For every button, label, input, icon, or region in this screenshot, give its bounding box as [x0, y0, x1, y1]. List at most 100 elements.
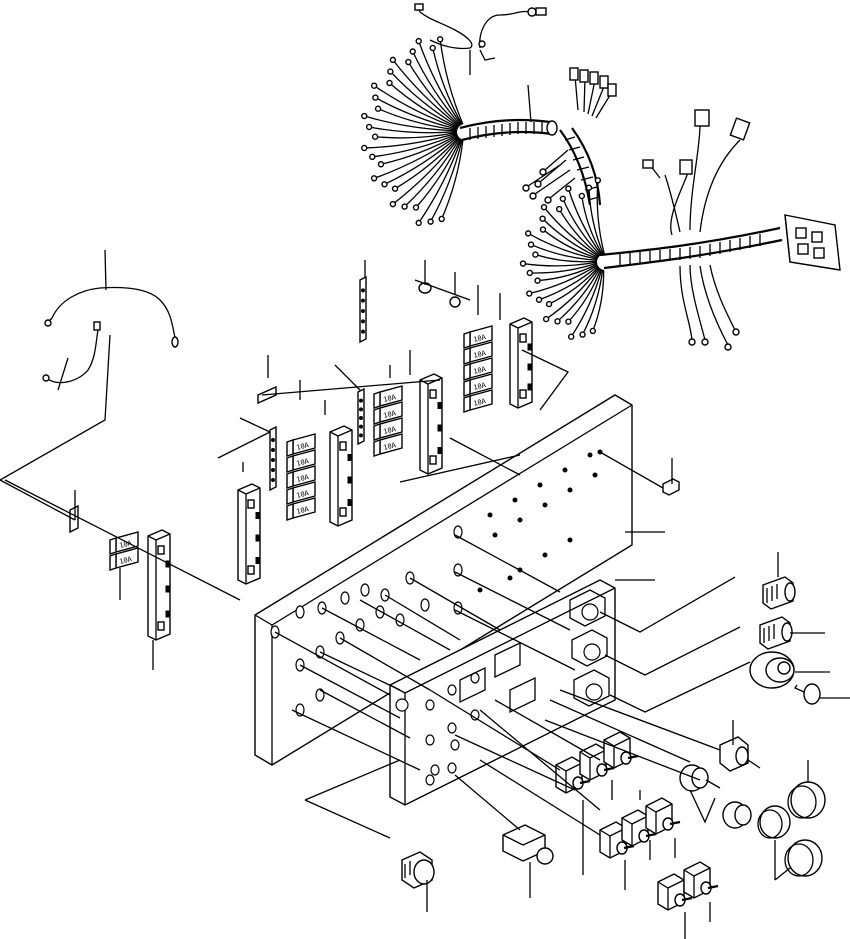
harness-wire [373, 135, 459, 179]
wire-terminal [374, 105, 382, 112]
strip-hole [359, 407, 363, 412]
wire-terminal [377, 161, 385, 168]
fuse-rating-label: 10A [296, 473, 311, 484]
wire-terminal [567, 333, 575, 340]
fuse-side [286, 439, 294, 457]
plate-rivet [587, 452, 593, 458]
fuse-rating-label: 10A [296, 441, 311, 452]
plate-hole [420, 598, 430, 612]
wire-terminal [526, 269, 533, 277]
holder-slot [247, 499, 255, 509]
strip-hole [271, 448, 275, 452]
harness-wire [373, 85, 459, 129]
harness-middle-bundle [522, 67, 617, 206]
fuse-holder-middle [419, 373, 443, 475]
harness-wire [432, 47, 463, 125]
holder-slot [157, 545, 165, 555]
plate-hole [315, 688, 325, 702]
harness-wire [430, 139, 463, 222]
wire-terminal [370, 175, 378, 182]
toggle-lever [681, 896, 693, 902]
plate-hole [360, 583, 370, 597]
harness-left-bundle [361, 36, 558, 227]
harness-wire [412, 51, 462, 126]
fuse-rating-label: 10A [473, 349, 488, 360]
harness-wire [415, 138, 462, 208]
holder-clip [527, 383, 532, 391]
harness-wire [538, 265, 599, 301]
strip-hole [361, 319, 365, 324]
strip-hole [361, 298, 365, 303]
holder-body [237, 483, 261, 585]
harness-wire [394, 136, 460, 190]
wire-terminal [540, 203, 548, 211]
plate-rivet [562, 467, 568, 473]
harness-wire [557, 267, 601, 322]
holder-body [419, 373, 443, 475]
fuse-rating-label: 10A [473, 381, 488, 392]
toggle-lever [645, 832, 657, 838]
terminal-strip-lower [269, 425, 277, 492]
strip-hole [359, 398, 363, 403]
fuse-side [286, 471, 294, 489]
fuse-rating-label: 10A [296, 457, 311, 468]
fuse-rating-label: 10A [473, 333, 488, 344]
harness-wire [530, 243, 598, 261]
harness-wire [542, 229, 599, 259]
harness-wire [407, 61, 461, 127]
harness-wire [375, 97, 458, 130]
wire-terminal [539, 226, 547, 233]
wire-terminal [559, 195, 567, 202]
wire-terminal [532, 251, 539, 258]
wire-terminal [539, 215, 546, 222]
plate-rivet [487, 512, 493, 518]
harness-wire [537, 263, 598, 282]
holder-clip [165, 585, 170, 593]
wire-terminal [565, 318, 572, 325]
strip-hole [359, 433, 363, 438]
holder-clip [255, 512, 260, 519]
harness-wire [529, 262, 598, 274]
fuse-side [286, 503, 294, 521]
harness-wire [389, 71, 460, 128]
wire-terminal [387, 68, 394, 75]
holder-clip [347, 476, 352, 484]
relay-holder [147, 529, 171, 641]
harness-wire [581, 195, 603, 255]
wire-terminal [370, 82, 378, 89]
wire-terminal [386, 79, 393, 87]
plate-rivet [517, 517, 523, 523]
connector-bottom [502, 824, 554, 865]
wire-terminal [405, 58, 412, 66]
harness-wire [439, 39, 464, 125]
harness-wire [369, 126, 458, 134]
fuse-side [286, 487, 294, 505]
push-button-body-1 [719, 736, 761, 772]
toggle-lever [707, 884, 719, 890]
wire-terminal [361, 112, 368, 120]
harness-wire [380, 134, 458, 165]
harness-right-bundle [519, 109, 841, 351]
toggle-lever [669, 820, 681, 826]
toggle-switch-5 [621, 809, 657, 847]
wire-terminal [401, 203, 408, 210]
wire-terminal [585, 184, 593, 191]
plate-rivet [567, 537, 573, 543]
fuse-rating-label: 10A [119, 539, 134, 550]
fuse-rating-label: 10A [296, 489, 311, 500]
fuse-rating-label: 10A [383, 441, 398, 452]
pilot-lamp-bottom [401, 851, 435, 889]
push-button-body-3 [722, 801, 752, 829]
switch-hole [470, 709, 480, 721]
wire-terminal [519, 260, 527, 267]
strip-hole [361, 329, 365, 334]
holder-slot [247, 565, 255, 575]
strip-hole [271, 438, 275, 442]
harness-wire [592, 269, 605, 332]
holder-slot [339, 441, 347, 451]
holder-slot [339, 507, 347, 517]
strip-hole [271, 458, 275, 462]
